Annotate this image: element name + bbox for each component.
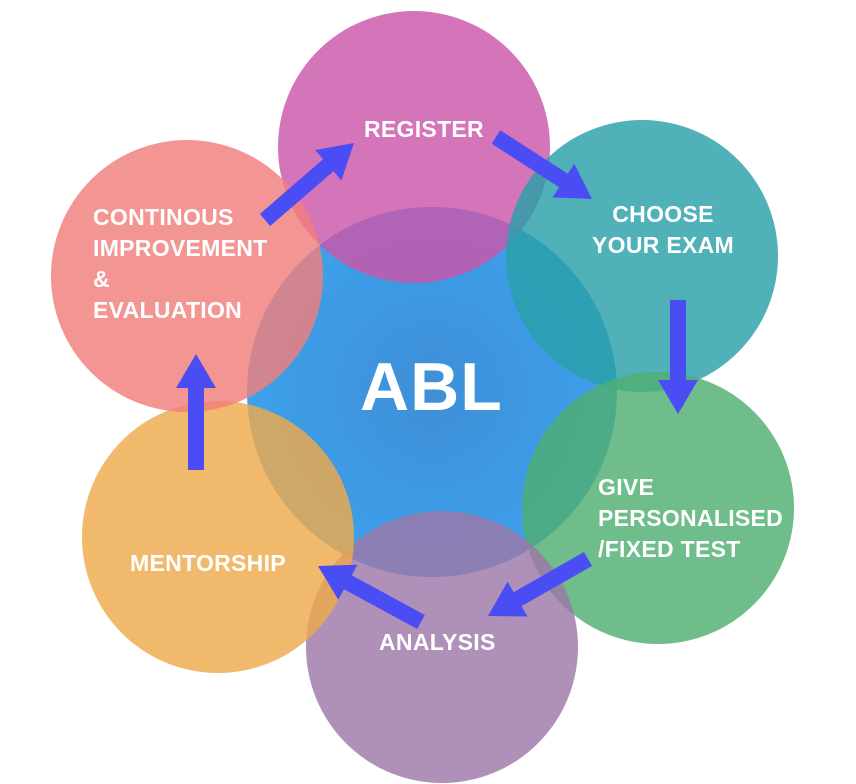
step-label-line: CONTINOUS bbox=[93, 204, 234, 230]
step-label-line: ANALYSIS bbox=[379, 629, 496, 655]
step-label-line: CHOOSE bbox=[612, 201, 714, 227]
step-label-give-test: GIVE PERSONALISED /FIXED TEST bbox=[598, 472, 783, 565]
step-label-line: GIVE bbox=[598, 474, 655, 500]
arrow-choose-exam-to-give-test-icon bbox=[658, 300, 698, 414]
step-circle-give-test bbox=[522, 372, 794, 644]
step-label-analysis: ANALYSIS bbox=[379, 627, 496, 658]
step-label-mentorship: MENTORSHIP bbox=[130, 548, 286, 579]
step-label-line: /FIXED TEST bbox=[598, 536, 741, 562]
step-circle-register bbox=[278, 11, 550, 283]
step-label-line: REGISTER bbox=[364, 116, 484, 142]
step-label-line: EVALUATION bbox=[93, 297, 243, 323]
step-label-improvement: CONTINOUS IMPROVEMENT & EVALUATION bbox=[93, 202, 268, 326]
center-label: ABL bbox=[360, 349, 503, 425]
step-circle-mentorship bbox=[82, 401, 354, 673]
step-label-line: YOUR EXAM bbox=[592, 232, 734, 258]
arrow-give-test-to-analysis-icon bbox=[488, 552, 592, 617]
step-label-register: REGISTER bbox=[364, 114, 484, 145]
step-label-line: & bbox=[93, 266, 110, 292]
step-circle-improvement bbox=[51, 140, 323, 412]
arrow-improvement-to-register-icon bbox=[259, 143, 354, 226]
step-circle-analysis bbox=[306, 511, 578, 783]
step-label-line: IMPROVEMENT bbox=[93, 235, 268, 261]
arrow-mentorship-to-improvement-icon bbox=[176, 354, 216, 470]
step-label-line: PERSONALISED bbox=[598, 505, 784, 531]
arrow-analysis-to-mentorship-icon bbox=[318, 564, 425, 629]
step-label-choose-exam: CHOOSE YOUR EXAM bbox=[578, 199, 748, 261]
step-label-line: MENTORSHIP bbox=[130, 550, 286, 576]
arrow-register-to-choose-exam-icon bbox=[491, 130, 592, 199]
